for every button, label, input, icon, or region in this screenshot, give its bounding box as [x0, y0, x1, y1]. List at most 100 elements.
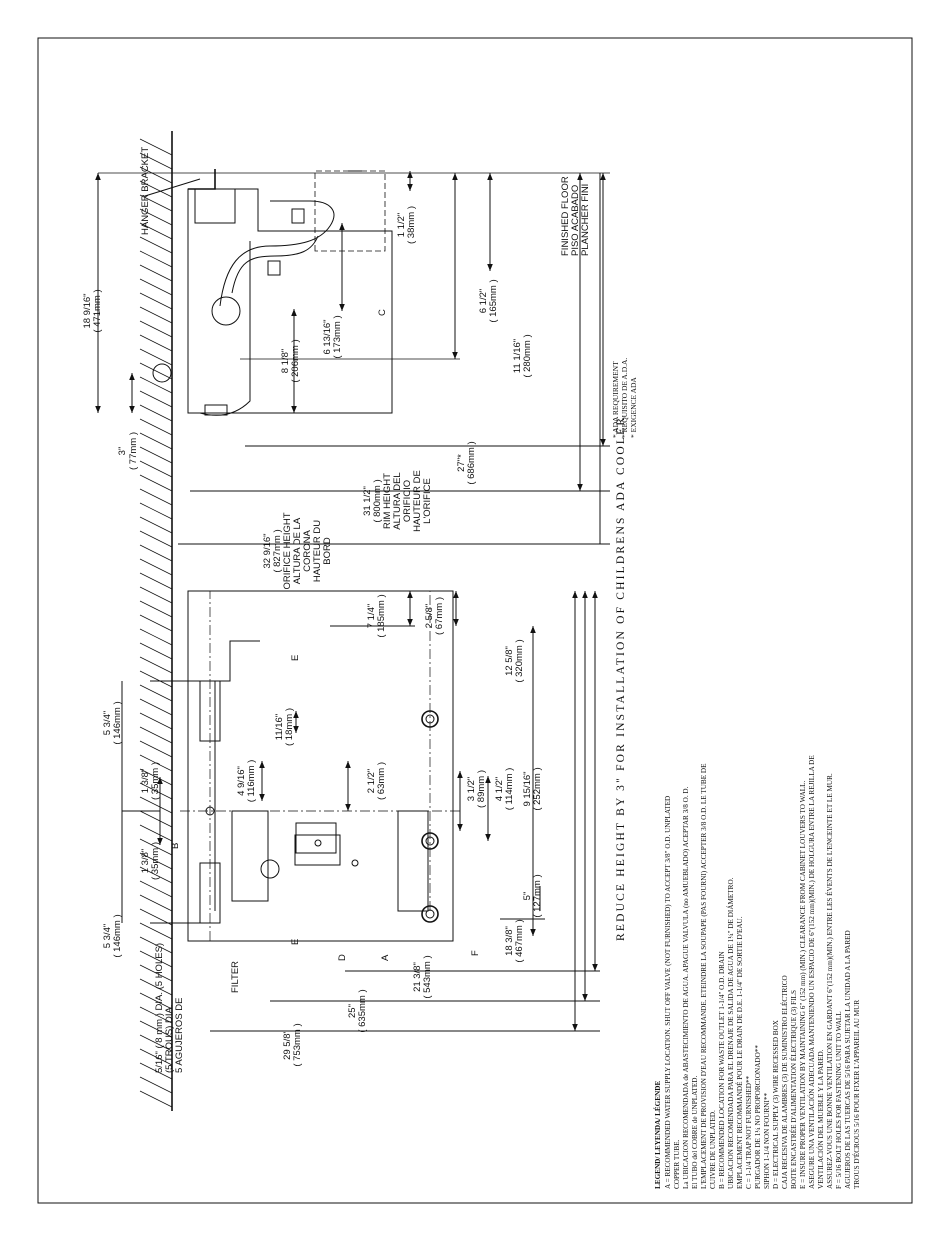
svg-text:( 127mm ): ( 127mm )	[532, 874, 543, 917]
hatch-stroke	[139, 306, 173, 324]
svg-text:( 543mm ): ( 543mm )	[422, 955, 433, 998]
svg-text:L'ORIFICE: L'ORIFICE	[422, 478, 433, 524]
hatch-stroke	[139, 754, 173, 772]
hatch-stroke	[139, 334, 173, 352]
hatch-stroke	[139, 992, 173, 1010]
hatch-stroke	[139, 432, 173, 450]
hatch-stroke	[139, 950, 173, 968]
svg-text:( 77mm ): ( 77mm )	[128, 432, 139, 470]
svg-text:( 63mm ): ( 63mm )	[376, 762, 387, 800]
hatch-stroke	[139, 180, 173, 198]
hatch-stroke	[139, 740, 173, 758]
dim-3: 3"	[117, 447, 128, 456]
legend-line: CAJA RECESIVA DE ALAMBRES (3) DE SUMINIS…	[779, 975, 789, 1189]
svg-text:( 38mm ): ( 38mm )	[406, 206, 417, 244]
legend-line: A = RECOMMENDED WATER SUPPLY LOCATION. S…	[664, 796, 672, 1189]
hatch-stroke	[139, 768, 173, 786]
hatch-stroke	[139, 194, 173, 212]
hatch-stroke	[139, 222, 173, 240]
dim-8-1-8: 8 1/8"	[280, 349, 291, 374]
hatch-stroke	[139, 236, 173, 254]
label-c-side: C	[377, 309, 388, 316]
svg-text:( 67mm ): ( 67mm )	[434, 597, 445, 635]
svg-text:( 89mm ): ( 89mm )	[476, 770, 487, 808]
dim-6-13-16: 6 13/16"	[322, 319, 333, 354]
dim-18-9-16: 18 9/16"	[82, 293, 93, 328]
hatch-stroke	[139, 488, 173, 506]
dim-7-1-4: 7 1/4"	[366, 604, 377, 629]
floor-hatch	[139, 138, 173, 1108]
svg-text:( 320mm ): ( 320mm )	[514, 639, 525, 682]
hatch-stroke	[139, 684, 173, 702]
hatch-stroke	[139, 460, 173, 478]
hatch-stroke	[139, 628, 173, 646]
hatch-stroke	[139, 474, 173, 492]
bolt-holes-label: 5/16" ( 8 mm ) DIA. (5 HOLES)	[154, 943, 165, 1073]
svg-text:( 116mm ): ( 116mm )	[246, 760, 257, 803]
hatch-stroke	[139, 320, 173, 338]
rotated-drawing: 18 9/16" ( 471mm ) 3" ( 77mm ) HANGER BR…	[82, 131, 861, 1189]
hanger-bracket	[188, 169, 216, 190]
dim-1-1-2: 1 1/2"	[396, 213, 407, 238]
legend-line: COPPER TUBE.	[673, 1139, 681, 1189]
legend-line: EMPLACEMENT RECOMMANDÉ POUR LE DRAIN DE …	[734, 916, 744, 1189]
waste-outlet	[260, 859, 280, 879]
dim-1-3-8-b: 1 3/8"	[140, 849, 151, 874]
hatch-stroke	[139, 614, 173, 632]
label-d: D	[337, 954, 348, 961]
hatch-stroke	[139, 278, 173, 296]
filter-label: FILTER	[230, 961, 241, 993]
svg-text:(5 TROUS) DIA.: (5 TROUS) DIA.	[164, 1005, 175, 1073]
hatch-stroke	[139, 936, 173, 954]
svg-text:BORD: BORD	[322, 537, 333, 565]
hatch-stroke	[139, 810, 173, 828]
hatch-stroke	[139, 978, 173, 996]
side-dimensions	[95, 171, 610, 545]
svg-text:( 185mm ): ( 185mm )	[376, 594, 387, 637]
dim-2-5-8: 2 5/8"	[424, 604, 435, 629]
svg-text:* REQUISITO DE A.D.A.: * REQUISITO DE A.D.A.	[620, 358, 629, 438]
legend-line: UBICACION RECOMENDADA PARA EL DRENAJE DE…	[725, 877, 735, 1189]
hatch-stroke	[139, 1048, 173, 1066]
svg-text:PISO ACABADO: PISO ACABADO	[570, 185, 581, 256]
hatch-stroke	[139, 726, 173, 744]
svg-text:HAUTEUR DE: HAUTEUR DE	[412, 470, 423, 532]
mounting-plate	[187, 590, 454, 942]
hatch-stroke	[139, 824, 173, 842]
hatch-stroke	[139, 348, 173, 366]
hatch-stroke	[139, 838, 173, 856]
hatch-stroke	[139, 502, 173, 520]
label-a: A	[380, 954, 391, 961]
hatch-stroke	[139, 208, 173, 226]
dim-27: 27"*	[456, 454, 467, 472]
hanger-bracket-label: HANGER BRACKET	[140, 147, 151, 235]
legend-line: AGUJEROS DE LAS TUERCAS DE 5/16 PARA SUJ…	[844, 930, 852, 1189]
hatch-stroke	[139, 264, 173, 282]
front-labels: 5 3/4" ( 146mm ) 1 3/8" ( 35mm ) 1 3/8" …	[102, 594, 543, 1073]
dim-9-15-16: 9 15/16"	[522, 771, 533, 806]
svg-text:( 173mm ): ( 173mm )	[332, 315, 343, 358]
svg-text:CORONA: CORONA	[302, 529, 313, 571]
hatch-stroke	[139, 670, 173, 688]
legend-line: BOITE ENCASTRÉE D'ALIMENTATION ÉLECTRIQU…	[788, 990, 798, 1189]
dim-11-16: 11/16"	[274, 714, 285, 740]
electrical-box	[294, 834, 341, 866]
legend-line: TROUS D'ÉCROUS 5/16 POUR FIXER L'APPAREI…	[851, 1000, 861, 1189]
drawing-title: REDUCE HEIGHT BY 3" FOR INSTALLATION OF …	[615, 416, 627, 941]
svg-text:( 165mm ): ( 165mm )	[488, 279, 499, 322]
dim-31-1-2: 31 1/2"	[362, 486, 373, 516]
svg-text:( 35mm ): ( 35mm )	[150, 762, 161, 800]
dim-29-5-8: 29 5/8"	[282, 1030, 293, 1060]
svg-text:( 206mm ): ( 206mm )	[290, 339, 301, 382]
dim-18-3-8: 18 3/8"	[504, 926, 515, 956]
hatch-stroke	[139, 1020, 173, 1038]
dim-11-1-16: 11 1/16"	[512, 339, 523, 373]
svg-text:ALTURA DEL: ALTURA DEL	[392, 472, 403, 529]
hatch-stroke	[139, 362, 173, 380]
hatch-stroke	[139, 1076, 173, 1094]
hatch-stroke	[139, 922, 173, 940]
legend-line: E = INSURE PROPER VENTILATION BY MAINTAI…	[799, 780, 807, 1189]
hatch-stroke	[139, 446, 173, 464]
svg-text:( 18mm ): ( 18mm )	[284, 708, 295, 746]
hatch-stroke	[139, 558, 173, 576]
